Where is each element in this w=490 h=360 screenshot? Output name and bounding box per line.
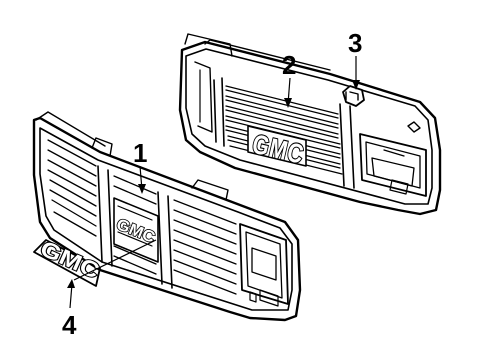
gmc-emblem — [33, 239, 101, 287]
arrowhead-2 — [284, 98, 292, 108]
grille-rear-badge-text: GMC — [249, 129, 306, 170]
callout-3: 3 — [348, 28, 362, 58]
callout-2: 2 — [282, 50, 296, 80]
leader-line-4-ext — [73, 239, 157, 281]
arrowhead-3 — [352, 80, 360, 90]
leader-lines — [69, 56, 357, 309]
callout-1: 1 — [133, 138, 147, 168]
retainer-clip — [342, 85, 365, 107]
gmc-emblem-text: GMC — [37, 236, 104, 284]
leader-arrowheads — [67, 80, 360, 288]
arrowhead-4 — [67, 279, 75, 288]
callout-4: 4 — [62, 310, 77, 340]
arrowhead-1 — [138, 184, 146, 194]
grille-rear — [178, 33, 442, 216]
grille-front — [32, 111, 302, 322]
